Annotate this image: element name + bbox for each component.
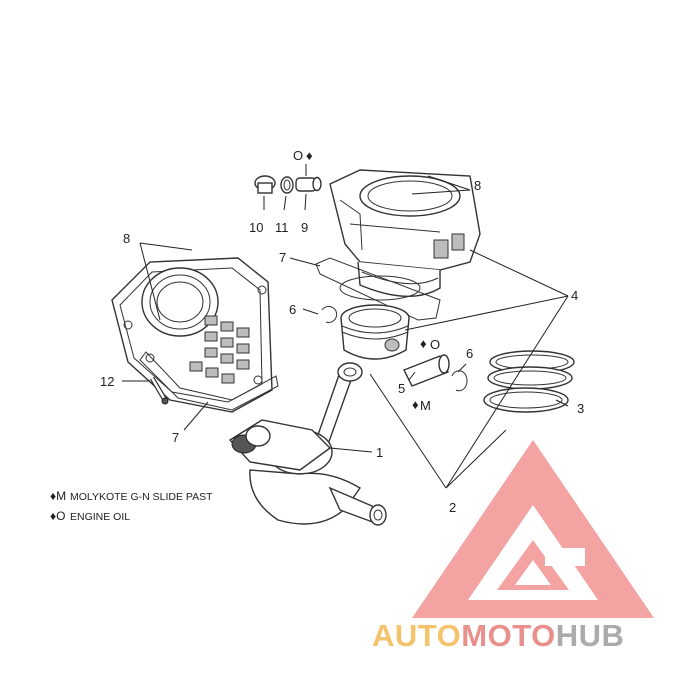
- callout-2: 2: [449, 500, 456, 515]
- callout-1: 1: [376, 445, 383, 460]
- callout-numbers: 8 8 12 7 7 6 6 5 4 3 2 1 10 11 9: [100, 178, 584, 515]
- cylinder-gasket: [315, 257, 441, 321]
- drop-icon-piston: ♦: [420, 336, 427, 351]
- cylinder-block: [329, 169, 481, 297]
- leader-lines: [122, 164, 569, 489]
- watermark-text: AUTOMOTOHUB: [372, 618, 624, 654]
- callout-6-right: 6: [466, 346, 473, 361]
- o-ring-small: [280, 176, 294, 194]
- circlip-left: [321, 306, 338, 323]
- callout-7-left: 7: [172, 430, 179, 445]
- piston-rings: [483, 350, 575, 413]
- callout-5: 5: [398, 381, 405, 396]
- cylinder-head: [111, 257, 273, 413]
- stud-bolt: [149, 376, 169, 405]
- callout-9: 9: [301, 220, 308, 235]
- callout-11: 11: [275, 220, 289, 235]
- watermark-part-auto: AUTO: [372, 618, 462, 653]
- oil-symbol-top: O: [293, 148, 303, 163]
- watermark-part-moto: MOTO: [461, 618, 556, 653]
- watermark-part-hub: HUB: [555, 618, 625, 653]
- legend-row-engine-oil: ♦O ENGINE OIL: [50, 509, 130, 523]
- piston-pin: [403, 354, 450, 387]
- oil-plug: [254, 175, 276, 194]
- head-fins: [189, 315, 250, 384]
- lube-symbols: O ♦ ♦ O ♦ M: [293, 148, 440, 413]
- watermark-logo: [412, 440, 654, 618]
- callout-3: 3: [577, 401, 584, 416]
- crankshaft-assembly: [228, 362, 387, 526]
- drop-icon-top: ♦: [306, 148, 313, 163]
- callout-6-left: 6: [289, 302, 296, 317]
- callout-7-right: 7: [279, 250, 286, 265]
- callout-4: 4: [571, 288, 578, 303]
- paste-symbol-pin: M: [420, 398, 431, 413]
- bushing: [295, 176, 322, 192]
- legend-symbol-engine-oil: ♦O: [50, 509, 66, 523]
- callout-8-right: 8: [474, 178, 481, 193]
- callout-12: 12: [100, 374, 114, 389]
- legend-symbol-molykote: ♦M: [50, 489, 67, 503]
- piston: [340, 304, 410, 360]
- drop-icon-pin: ♦: [412, 397, 419, 412]
- oil-symbol-piston: O: [430, 337, 440, 352]
- legend-text-molykote: MOLYKOTE G-N SLIDE PAST: [70, 491, 213, 503]
- callout-8-left: 8: [123, 231, 130, 246]
- callout-10: 10: [249, 220, 263, 235]
- circlip-right: [451, 370, 468, 392]
- legend-text-engine-oil: ENGINE OIL: [70, 511, 131, 523]
- head-gasket-left: [139, 351, 279, 411]
